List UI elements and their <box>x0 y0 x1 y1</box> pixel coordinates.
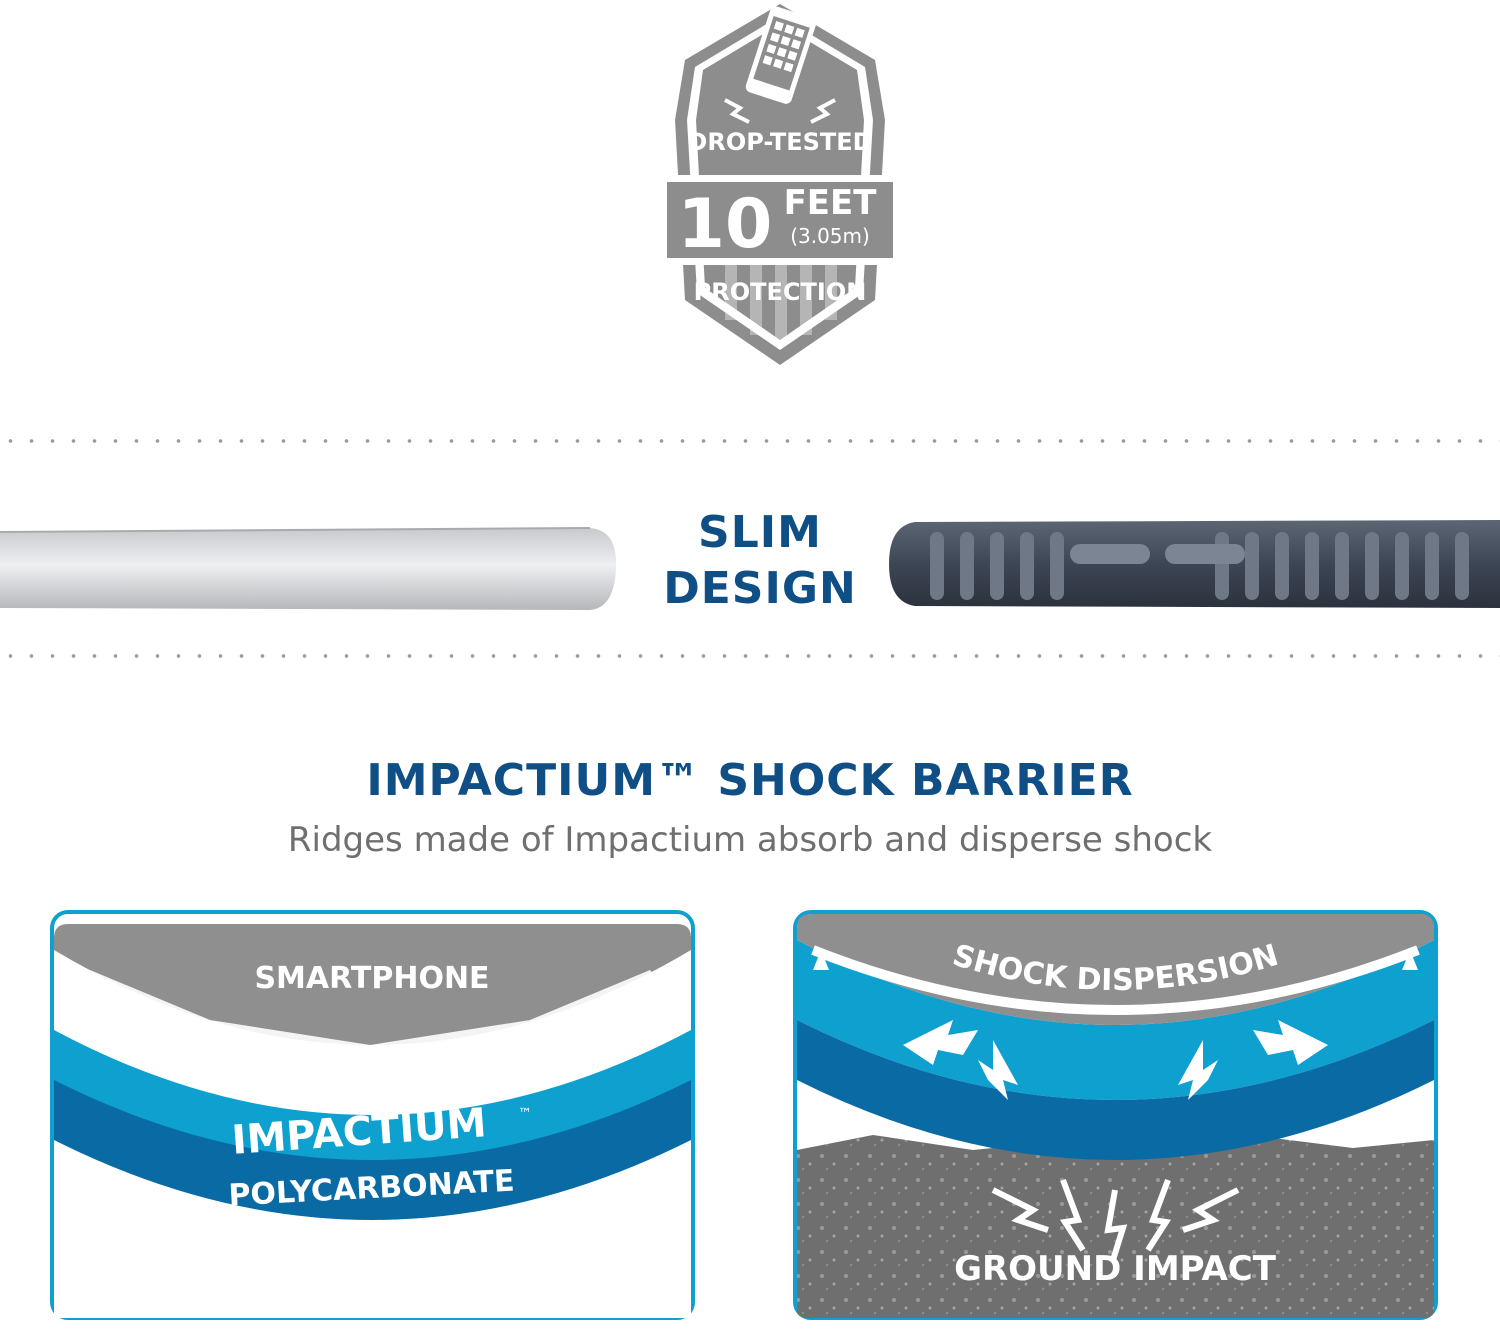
badge-line1: DROP-TESTED <box>687 128 872 156</box>
slim-line1: SLIM <box>698 507 822 558</box>
dotted-divider-top <box>0 439 1500 443</box>
drop-tested-badge: DROP-TESTED 10 FEET (3.05m) PROTECTION <box>660 4 900 365</box>
slim-design-title: SLIM DESIGN <box>600 505 920 617</box>
phone-side-image <box>0 527 617 610</box>
phone-case-side-image <box>889 520 1500 608</box>
ground-impact-label: GROUND IMPACT <box>954 1249 1277 1289</box>
badge-number: 10 <box>678 185 773 264</box>
dotted-divider-bottom <box>0 654 1500 658</box>
smartphone-label: SMARTPHONE <box>254 961 489 996</box>
shock-barrier-title: IMPACTIUM™ SHOCK BARRIER <box>366 755 1134 806</box>
slim-line2: DESIGN <box>663 563 857 614</box>
impactium-layers-diagram: SMARTPHONE IMPACTIUM ™ POLYCARBONATE <box>50 910 695 1320</box>
badge-line3: PROTECTION <box>694 278 867 306</box>
shock-dispersion-diagram: SHOCK DISPERSION GROUND IMPACT <box>793 910 1438 1320</box>
badge-unit: FEET <box>784 183 878 223</box>
badge-metric: (3.05m) <box>790 224 870 248</box>
impactium-tm: ™ <box>518 1106 532 1122</box>
shock-barrier-subtitle: Ridges made of Impactium absorb and disp… <box>287 820 1213 860</box>
